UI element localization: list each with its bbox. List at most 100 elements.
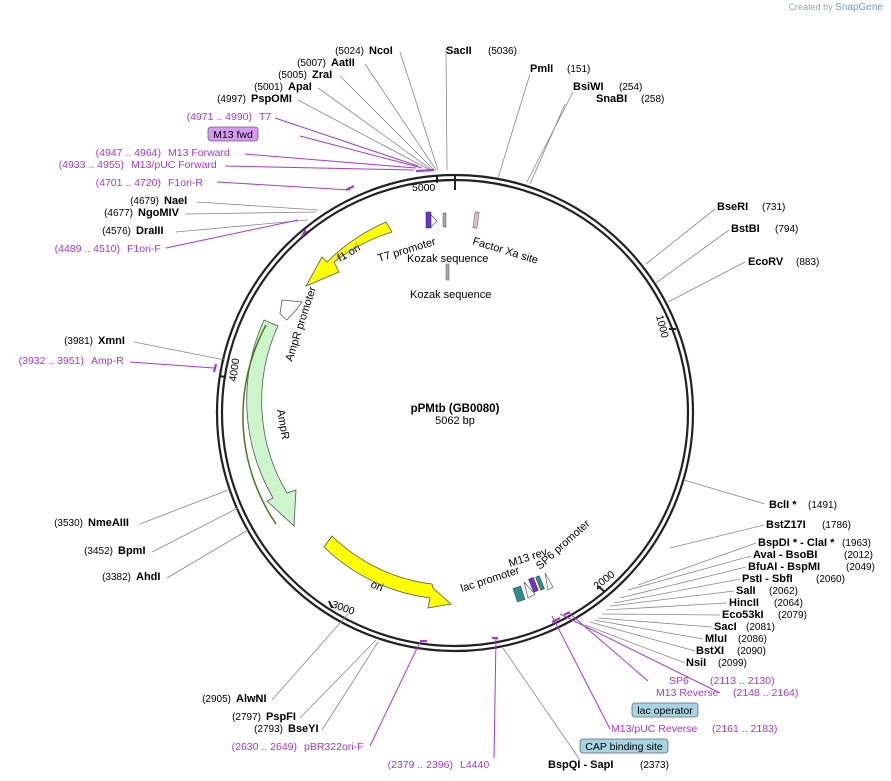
- enzyme-bsiwi: BsiWI(254): [573, 81, 642, 93]
- enzyme-aatii: (5007)AatII: [297, 57, 355, 69]
- feature-kozak-sequence[interactable]: Kozak sequence: [407, 212, 488, 265]
- feature-ori[interactable]: ori: [323, 535, 452, 609]
- primer-m13-forward: (4947 .. 4964) M13 Forward: [96, 147, 230, 159]
- svg-text:(4489 .. 4510): (4489 .. 4510): [55, 243, 120, 255]
- svg-text:(794): (794): [775, 224, 798, 235]
- enzyme-draiii: (4576)DraIII: [102, 225, 163, 237]
- feature-lac-region[interactable]: M13 rev lac promoter SP6 promoter: [459, 518, 593, 603]
- f1-ori-label: f1 ori: [336, 242, 363, 265]
- svg-text:(1786): (1786): [822, 520, 851, 531]
- tick-3000: [328, 600, 333, 609]
- enzyme-ncoi: (5024)NcoI: [335, 45, 393, 57]
- svg-text:(5036): (5036): [488, 46, 517, 57]
- svg-text:BpmI: BpmI: [118, 545, 146, 557]
- svg-text:(2090): (2090): [737, 646, 766, 657]
- svg-text:(2060): (2060): [816, 574, 845, 585]
- brand-name: SnapGene: [835, 2, 883, 13]
- svg-text:(4971 .. 4990): (4971 .. 4990): [187, 111, 252, 123]
- svg-text:(5001): (5001): [254, 82, 283, 93]
- enzyme-saci: SacI(2081): [714, 621, 775, 633]
- svg-text:(2099): (2099): [718, 658, 747, 669]
- kozak-sequence-label-1: Kozak sequence: [407, 253, 488, 265]
- svg-text:(2049): (2049): [846, 562, 875, 573]
- primer-m13-reverse: M13 Reverse(2148 .. 2164): [656, 687, 798, 699]
- enzyme-psti-sbfi: PstI - SbfI (2060): [742, 573, 845, 585]
- svg-text:BstBI: BstBI: [731, 223, 760, 235]
- svg-text:(2630 .. 2649): (2630 .. 2649): [232, 741, 297, 753]
- enzyme-bspqi-sapi: BspQI - SapI (2373): [548, 759, 669, 771]
- svg-text:BstXI: BstXI: [696, 645, 724, 657]
- svg-text:(3981): (3981): [64, 336, 93, 347]
- svg-text:(4679): (4679): [130, 196, 159, 207]
- svg-text:M13/pUC Reverse: M13/pUC Reverse: [611, 723, 698, 735]
- svg-text:(2793): (2793): [254, 724, 283, 735]
- svg-text:(3530): (3530): [54, 518, 83, 529]
- svg-text:(883): (883): [796, 257, 819, 268]
- enzyme-pspomi: (4997)PspOMI: [217, 93, 292, 105]
- svg-text:(731): (731): [762, 202, 785, 213]
- primer-f1ori-f: (4489 .. 4510) F1ori-F: [55, 243, 161, 255]
- primer-sp6: SP6(2113 .. 2130): [669, 675, 775, 687]
- enzyme-bcli: BclI * (1491): [769, 499, 837, 511]
- enzyme-naei: (4679)NaeI: [130, 195, 187, 207]
- svg-text:Eco53kI: Eco53kI: [722, 609, 764, 621]
- svg-text:(2797): (2797): [232, 712, 261, 723]
- primer-f1ori-r: (4701 .. 4720)F1ori-R: [96, 177, 204, 189]
- svg-text:(3932 .. 3951): (3932 .. 3951): [19, 355, 84, 367]
- svg-text:(3452): (3452): [84, 546, 113, 557]
- enzyme-alwni: (2905)AlwNI: [202, 693, 266, 705]
- svg-text:BspQI - SapI: BspQI - SapI: [548, 759, 613, 771]
- primer-t7: (4971 .. 4990)T7: [187, 111, 272, 123]
- primer-l4440: (2379 .. 2396)L4440: [388, 759, 490, 771]
- svg-text:Amp-R: Amp-R: [91, 355, 124, 367]
- enzyme-ngomiv: (4677)NgoMIV: [104, 207, 180, 219]
- svg-text:ZraI: ZraI: [312, 69, 332, 81]
- svg-text:(4576): (4576): [102, 226, 131, 237]
- svg-text:(5005): (5005): [278, 70, 307, 81]
- primer-pbr322ori-f: (2630 .. 2649)pBR322ori-F: [232, 741, 364, 753]
- box-m13-fwd: M13 fwd: [207, 126, 259, 142]
- svg-text:BfuAI - BspMI: BfuAI - BspMI: [748, 561, 820, 573]
- enzyme-avai-bsobi: AvaI - BsoBI(2012): [753, 549, 873, 561]
- feature-ampr[interactable]: AmpR: [242, 319, 297, 527]
- svg-text:(2113 .. 2130): (2113 .. 2130): [710, 675, 775, 687]
- svg-text:(2086): (2086): [738, 634, 767, 645]
- svg-text:PmlI: PmlI: [530, 63, 553, 75]
- svg-text:NmeAIII: NmeAIII: [88, 517, 129, 529]
- enzyme-sacii: SacII (5036): [446, 45, 517, 57]
- svg-text:(2012): (2012): [844, 550, 873, 561]
- svg-text:XmnI: XmnI: [98, 335, 125, 347]
- svg-text:(4947 .. 4964): (4947 .. 4964): [96, 147, 161, 159]
- enzyme-snabi: SnaBI(258): [596, 93, 664, 105]
- snapgene-brand: Created by SnapGene: [789, 2, 883, 13]
- svg-text:(151): (151): [567, 64, 590, 75]
- svg-text:BclI *: BclI *: [769, 499, 797, 511]
- enzyme-bstxi: BstXI (2090): [696, 645, 766, 657]
- plasmid-length: 5062 bp: [435, 415, 475, 427]
- feature-ampr-promoter[interactable]: AmpR promoter: [279, 285, 319, 363]
- svg-text:(2161 .. 2183): (2161 .. 2183): [712, 723, 777, 735]
- svg-text:M13 Forward: M13 Forward: [168, 147, 230, 159]
- lac-promoter-label: lac promoter: [459, 564, 521, 594]
- svg-text:SacII: SacII: [446, 45, 472, 57]
- enzyme-apai: (5001)ApaI: [254, 81, 312, 93]
- tick-marks: [218, 176, 676, 609]
- svg-text:(4677): (4677): [104, 208, 133, 219]
- enzyme-hincii: HincII(2064): [729, 597, 803, 609]
- svg-text:PstI - SbfI: PstI - SbfI: [742, 573, 793, 585]
- svg-text:(1491): (1491): [808, 500, 837, 511]
- svg-text:(2079): (2079): [778, 610, 807, 621]
- enzyme-xmni: (3981) XmnI: [64, 335, 125, 347]
- svg-text:(2373): (2373): [640, 760, 669, 771]
- boxed-labels: M13 fwd lac operator CAP binding site: [207, 126, 699, 754]
- tick-2000: [597, 585, 606, 593]
- brand-prefix: Created by: [788, 2, 833, 12]
- svg-text:(254): (254): [619, 82, 642, 93]
- feature-kozak-sequence-2[interactable]: Kozak sequence: [410, 263, 491, 301]
- box-cap-binding-site: CAP binding site: [579, 738, 669, 754]
- svg-text:F1ori-F: F1ori-F: [127, 243, 161, 255]
- enzyme-pmli: PmlI (151): [530, 63, 590, 75]
- svg-text:(4701 .. 4720): (4701 .. 4720): [96, 177, 161, 189]
- tick-label-2000: 2000: [591, 568, 617, 592]
